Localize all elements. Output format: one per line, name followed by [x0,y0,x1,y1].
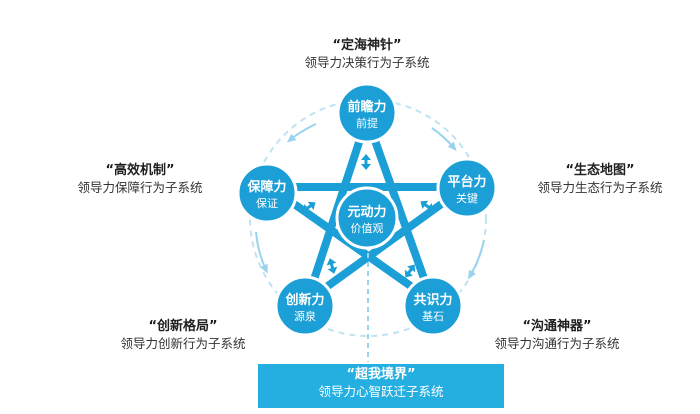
node-center-sublabel: 价值观 [351,222,384,235]
callout-bottom-left: “创新格局” 领导力创新行为子系统 [98,318,268,352]
node-bottom-right-sublabel: 基石 [422,310,444,323]
callout-bottom-right-title: “沟通神器” [522,319,592,334]
callout-top-title: “定海神针” [332,38,402,53]
double-arrow-top [361,154,371,170]
callout-left-subtitle: 领导力保障行为子系统 [77,179,203,195]
bottom-banner: “超我境界” 领导力心智跃迁子系统 [258,364,504,408]
double-arrow-bottom-right [404,264,416,278]
callout-left-title: “高效机制” [105,163,175,178]
double-arrow-right [420,200,434,212]
double-arrow-left [302,201,316,213]
callout-bottom-right: “沟通神器” 领导力沟通行为子系统 [472,318,642,352]
ring-arrow-top-left [286,123,317,143]
node-bottom-right: 共识力 基石 [402,275,464,337]
callout-left: “高效机制” 领导力保障行为子系统 [55,162,225,196]
double-arrow-bottom-left [326,258,338,274]
callout-right-title: “生态地图” [565,163,635,178]
node-top-sublabel: 前提 [356,116,378,130]
callout-right-subtitle: 领导力生态行为子系统 [537,179,663,195]
node-bottom-right-label: 共识力 [413,292,452,308]
callout-right: “生态地图” 领导力生态行为子系统 [515,162,685,196]
node-right-label: 平台力 [447,174,486,190]
callout-bottom-right-subtitle: 领导力沟通行为子系统 [494,335,620,351]
callout-bottom-left-title: “创新格局” [148,319,218,334]
node-left: 保障力 保证 [236,162,298,224]
node-right-sublabel: 关键 [456,191,478,205]
ring-arrow-right [467,239,485,280]
callout-bottom-left-subtitle: 领导力创新行为子系统 [120,335,246,351]
bottom-banner-subtitle: 领导力心智跃迁子系统 [318,383,444,399]
node-top: 前瞻力 前提 [336,82,398,144]
node-center-label: 元动力 [347,204,386,220]
ring-arrow-left [255,231,268,274]
callout-top-subtitle: 领导力决策行为子系统 [304,54,430,70]
node-bottom-left-sublabel: 源泉 [294,309,316,323]
node-top-label: 前瞻力 [347,99,386,115]
node-bottom-left: 创新力 源泉 [274,275,336,337]
callout-top: “定海神针” 领导力决策行为子系统 [282,37,452,71]
node-bottom-left-label: 创新力 [284,292,324,308]
bottom-banner-title: “超我境界” [346,367,416,382]
node-left-sublabel: 保证 [256,196,278,210]
ring-arrow-top-right [431,127,457,152]
node-right: 平台力 关键 [436,157,498,219]
inner-arrows [302,154,434,278]
node-center: 元动力 价值观 [335,186,399,250]
node-left-label: 保障力 [246,179,286,195]
